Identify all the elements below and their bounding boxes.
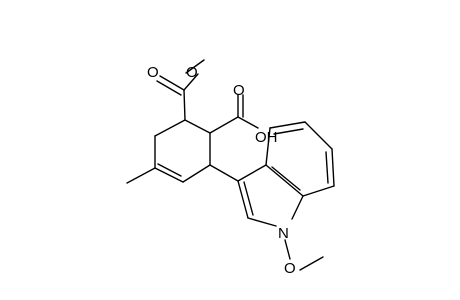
bond-indole-c3-c3a: [237, 164, 267, 182]
atom-label-ester-carbonyl-o: O: [147, 64, 159, 81]
atom-label-ester-o: O: [186, 64, 198, 81]
bond-indole-c2-n: [247, 217, 277, 227]
bond-o-methyl: [299, 256, 324, 271]
bond-benz-c6-c7-double-2: [325, 151, 329, 184]
bond-ester-carbonyl-double-1: [159, 75, 185, 91]
bond-ring-c1-c2: [184, 119, 211, 134]
bond-benz-c3a-c4: [265, 127, 271, 166]
bond-indole-n-c7a: [291, 195, 304, 220]
bond-ring-c4-c5-double-1: [154, 167, 184, 183]
bond-ester-methyl: [185, 59, 205, 74]
bond-indole-c3-c2-double-1: [237, 180, 249, 219]
bond-ring-c6-c1: [154, 119, 186, 137]
bond-ester-o-carbonyl: [183, 73, 199, 91]
atom-label-layer: O O O OH N O: [147, 64, 296, 277]
bond-indole-c3-c2-double-2: [243, 181, 254, 216]
bond-acid-c-ring: [209, 116, 239, 134]
bond-ring-c4-c5-double-2: [157, 163, 182, 177]
bond-ester-c-ring: [183, 89, 186, 121]
bond-ring-indole: [209, 164, 239, 182]
bond-indole-c7a-c3a: [265, 164, 304, 197]
bond-n-o: [284, 239, 291, 260]
atom-label-acid-oh: OH: [255, 129, 278, 146]
bond-ring-c3-c4: [182, 164, 211, 183]
bond-benz-c4-c5-double-2: [273, 128, 304, 135]
bond-benz-c4-c5-double-1: [269, 121, 306, 129]
bond-ring-methyl: [126, 167, 156, 184]
atom-label-n-methoxy-o: O: [284, 260, 296, 277]
bond-benz-c3a-c7a-inner: [271, 166, 301, 191]
bond-benz-c7-c7a: [302, 185, 335, 197]
bond-ester-carbonyl-double-2: [156, 80, 182, 96]
atom-label-indole-n: N: [278, 225, 289, 242]
bond-benz-c5-c6: [304, 121, 333, 150]
atom-label-acid-carbonyl-o: O: [233, 82, 245, 99]
bond-acid-c-oh: [237, 116, 259, 129]
bond-layer: [126, 59, 335, 271]
bond-benz-c6-c7-double-1: [331, 148, 335, 187]
